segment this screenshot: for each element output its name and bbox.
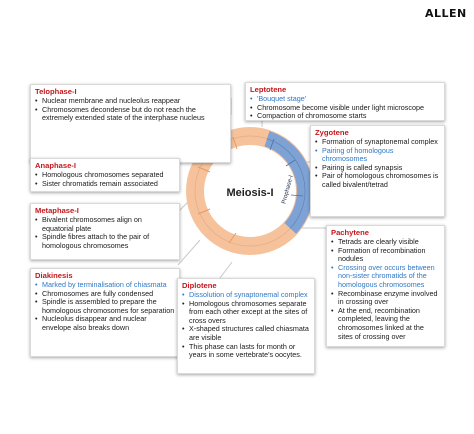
- diakinesis-item: Marked by terminalisation of chiasmata: [35, 280, 175, 290]
- zygotene-item: Pair of homologous chromosomes is called…: [315, 172, 440, 189]
- pachytene-item: Recombinase enzyme involved in crossing …: [331, 289, 440, 307]
- telophase-item: Nuclear membrane and nucleolus reappear: [35, 96, 226, 106]
- zygotene-title: Zygotene: [315, 128, 349, 137]
- telophase-list: Nuclear membrane and nucleolus reappear …: [35, 96, 226, 123]
- telophase-title: Telophase-I: [35, 87, 77, 96]
- leptotene-card: Leptotene 'Bouquet stage' Chromosome bec…: [245, 82, 445, 121]
- leptotene-item: Chromosome become visible under light mi…: [250, 103, 440, 113]
- diakinesis-title: Diakinesis: [35, 271, 73, 280]
- pachytene-item: Formation of recombination nodules: [331, 246, 440, 264]
- diakinesis-item: Spindle is assembled to prepare the homo…: [35, 297, 175, 315]
- metaphase-item: Bivalent chromosomes align on equatorial…: [35, 215, 175, 233]
- diplotene-card: Diplotene Dissolution of synaptonemal co…: [177, 278, 315, 374]
- leptotene-item: Compaction of chromosome starts: [250, 112, 440, 121]
- anaphase-card: Anaphase-I Homologous chromosomes separa…: [30, 158, 180, 192]
- center-label: Meiosis-I: [226, 187, 273, 199]
- anaphase-item: Sister chromatids remain associated: [35, 179, 175, 189]
- anaphase-title: Anaphase-I: [35, 161, 76, 170]
- telophase-card: Telophase-I Nuclear membrane and nucleol…: [30, 84, 231, 163]
- diplotene-item: X-shaped structures called chiasmata are…: [182, 325, 310, 342]
- metaphase-card: Metaphase-I Bivalent chromosomes align o…: [30, 203, 180, 260]
- diplotene-item: This phase can lasts for month or years …: [182, 342, 310, 360]
- pachytene-item: Tetrads are clearly visible: [331, 237, 440, 247]
- connector-diakinesis: [177, 239, 201, 266]
- pachytene-item: Crossing over occurs between non-sister …: [331, 263, 440, 290]
- diplotene-item: Homologous chromosomes separate from eac…: [182, 299, 310, 326]
- pachytene-card: Pachytene Tetrads are clearly visible Fo…: [326, 225, 445, 347]
- zygotene-item: Pairing is called synapsis: [315, 163, 440, 173]
- allen-logo: ALLEN: [425, 7, 467, 20]
- diplotene-item: Dissolution of synaptonemal complex: [182, 290, 310, 300]
- prophase-label: Prophase-I: [281, 174, 294, 204]
- diakinesis-card: Diakinesis Marked by terminalisation of …: [30, 268, 180, 357]
- diakinesis-item: Nucleolus disappear and nuclear envelope…: [35, 315, 175, 332]
- zygotene-item: Formation of synaptonemal complex: [315, 137, 440, 147]
- connector-diplotene: [219, 261, 233, 279]
- metaphase-title: Metaphase-I: [35, 206, 79, 215]
- diakinesis-item: Chromosomes are fully condensed: [35, 289, 175, 299]
- leptotene-item: 'Bouquet stage': [250, 94, 440, 104]
- metaphase-item: Spindle fibres attach to the pair of hom…: [35, 232, 175, 250]
- pachytene-item: At the end, recombination completed, lea…: [331, 306, 440, 341]
- telophase-item: Chromosomes decondense but do not reach …: [35, 105, 226, 123]
- pachytene-title: Pachytene: [331, 228, 369, 237]
- diplotene-title: Diplotene: [182, 281, 217, 290]
- zygotene-card: Zygotene Formation of synaptonemal compl…: [310, 125, 445, 217]
- zygotene-item: Pairing of homologous chromosomes: [315, 146, 440, 164]
- leptotene-title: Leptotene: [250, 85, 287, 94]
- anaphase-item: Homologous chromosomes separated: [35, 170, 175, 180]
